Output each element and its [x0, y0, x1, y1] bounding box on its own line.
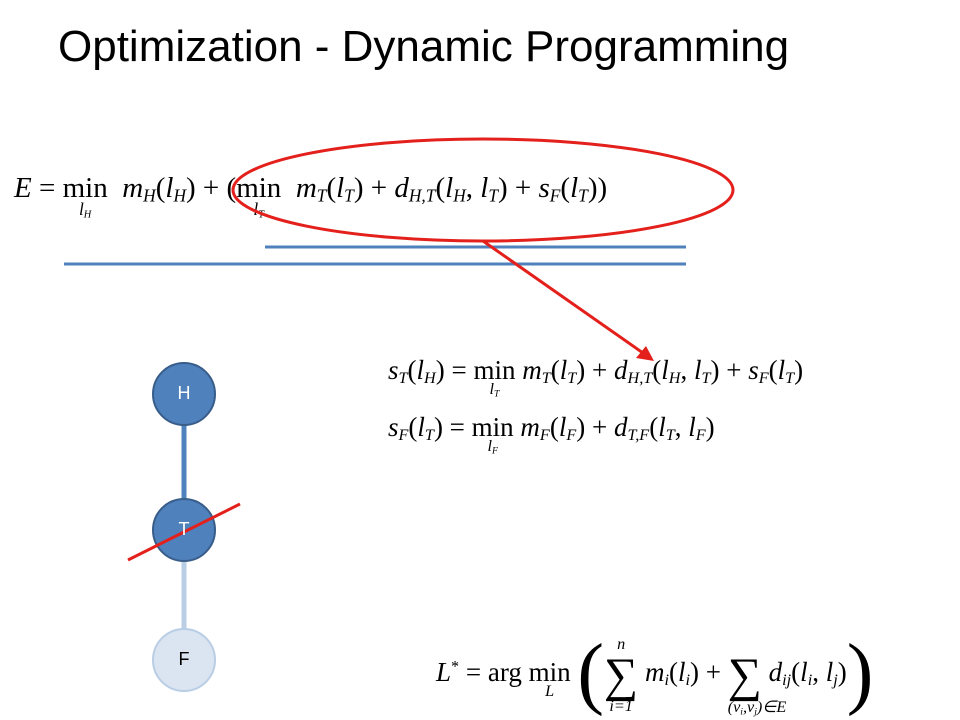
- node-f: [152, 628, 216, 692]
- node-label-h: H: [177, 383, 191, 403]
- highlight-ellipse: [231, 137, 735, 243]
- node-label-t: T: [178, 519, 190, 539]
- node-label-f: F: [178, 649, 190, 669]
- arrow-head: [636, 346, 654, 361]
- strike-line: [127, 502, 241, 562]
- node-t: [152, 498, 216, 562]
- node-h: [152, 362, 216, 426]
- arrow-line: [482, 239, 644, 355]
- slide-title: Optimization - Dynamic Programming: [58, 22, 790, 71]
